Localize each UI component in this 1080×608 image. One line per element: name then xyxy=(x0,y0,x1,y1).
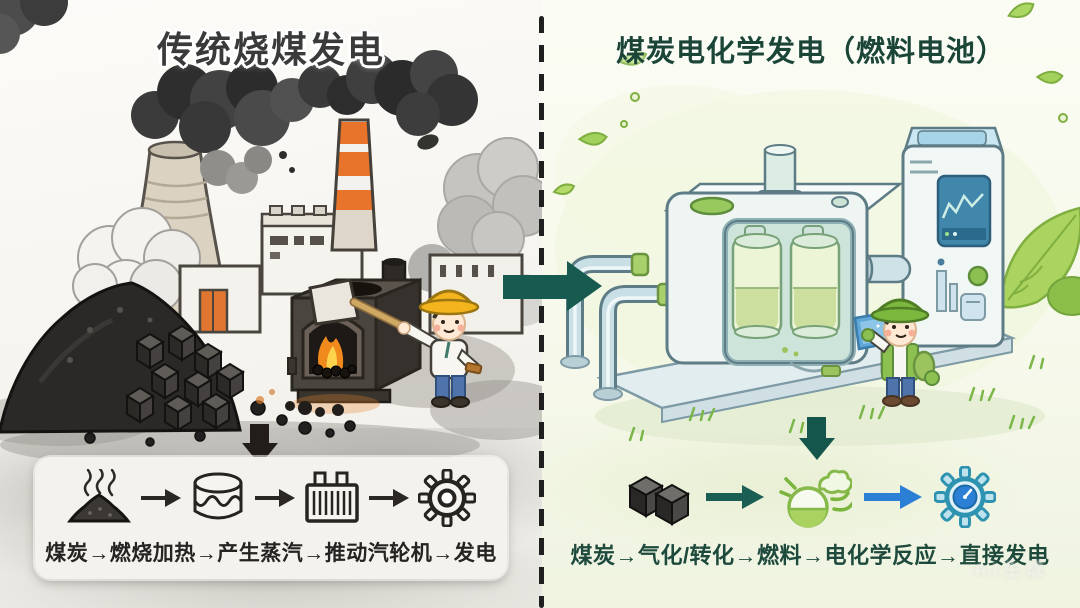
coal-cubes xyxy=(125,324,245,432)
steam-drum-icon xyxy=(193,472,243,520)
electrolyte-cylinder xyxy=(789,225,841,339)
traditional-coal-plant-illustration xyxy=(0,0,542,458)
smoking-coal-pile-icon xyxy=(66,469,132,523)
dashed-divider xyxy=(539,16,544,608)
down-arrow-left-icon xyxy=(242,424,278,465)
black-smoke-clouds xyxy=(0,0,478,194)
power-plant-buildings xyxy=(178,205,524,335)
gasification-flask-icon xyxy=(779,469,852,528)
coal-cubes-icon xyxy=(627,475,691,526)
green-button xyxy=(967,265,989,287)
steam-boiler-icon xyxy=(305,471,359,523)
transformation-arrow-icon xyxy=(503,261,602,311)
down-arrow-right-icon xyxy=(799,417,835,460)
left-flow-text: 煤炭→燃烧加热→产生蒸汽→推动汽轮机→发电 xyxy=(45,542,497,565)
electro-gear-gauge-icon xyxy=(934,466,996,528)
left-process-flow-box: 煤炭→燃烧加热→产生蒸汽→推动汽轮机→发电 xyxy=(35,457,507,579)
teal-arrow-right-icon xyxy=(706,485,764,509)
right-process-flow: 煤炭→气化/转化→燃料→电化学反应→直接发电 xyxy=(545,460,1075,570)
control-cabinet xyxy=(901,126,1005,348)
right-flow-text: 煤炭→气化/转化→燃料→电化学反应→直接发电 xyxy=(570,543,1050,568)
floating-leaves-icon xyxy=(552,2,1068,195)
striped-smokestack xyxy=(330,118,378,252)
arrow-right-icon xyxy=(369,489,409,507)
green-bush xyxy=(998,206,1080,316)
electrolyte-cylinder xyxy=(731,225,783,339)
watermark: AI生成 xyxy=(974,560,1050,579)
worker-yellow-helmet xyxy=(308,278,483,408)
fuel-cell-plant-illustration xyxy=(552,2,1080,446)
right-title: 煤炭电化学发电（燃料电池） xyxy=(615,36,1006,68)
fuel-cell-unit xyxy=(663,144,904,377)
arrow-right-icon xyxy=(141,489,181,507)
left-flow-icons-row xyxy=(35,457,507,534)
left-title: 传统烧煤发电 xyxy=(156,29,385,70)
turbine-gear-icon xyxy=(418,469,476,527)
coal-pile xyxy=(0,281,356,447)
arrow-right-icon xyxy=(255,489,295,507)
green-cap xyxy=(689,196,735,216)
worker-green-helmet xyxy=(853,298,940,407)
right-flow-icons-row xyxy=(545,460,1075,534)
blue-arrow-right-icon xyxy=(864,485,922,509)
